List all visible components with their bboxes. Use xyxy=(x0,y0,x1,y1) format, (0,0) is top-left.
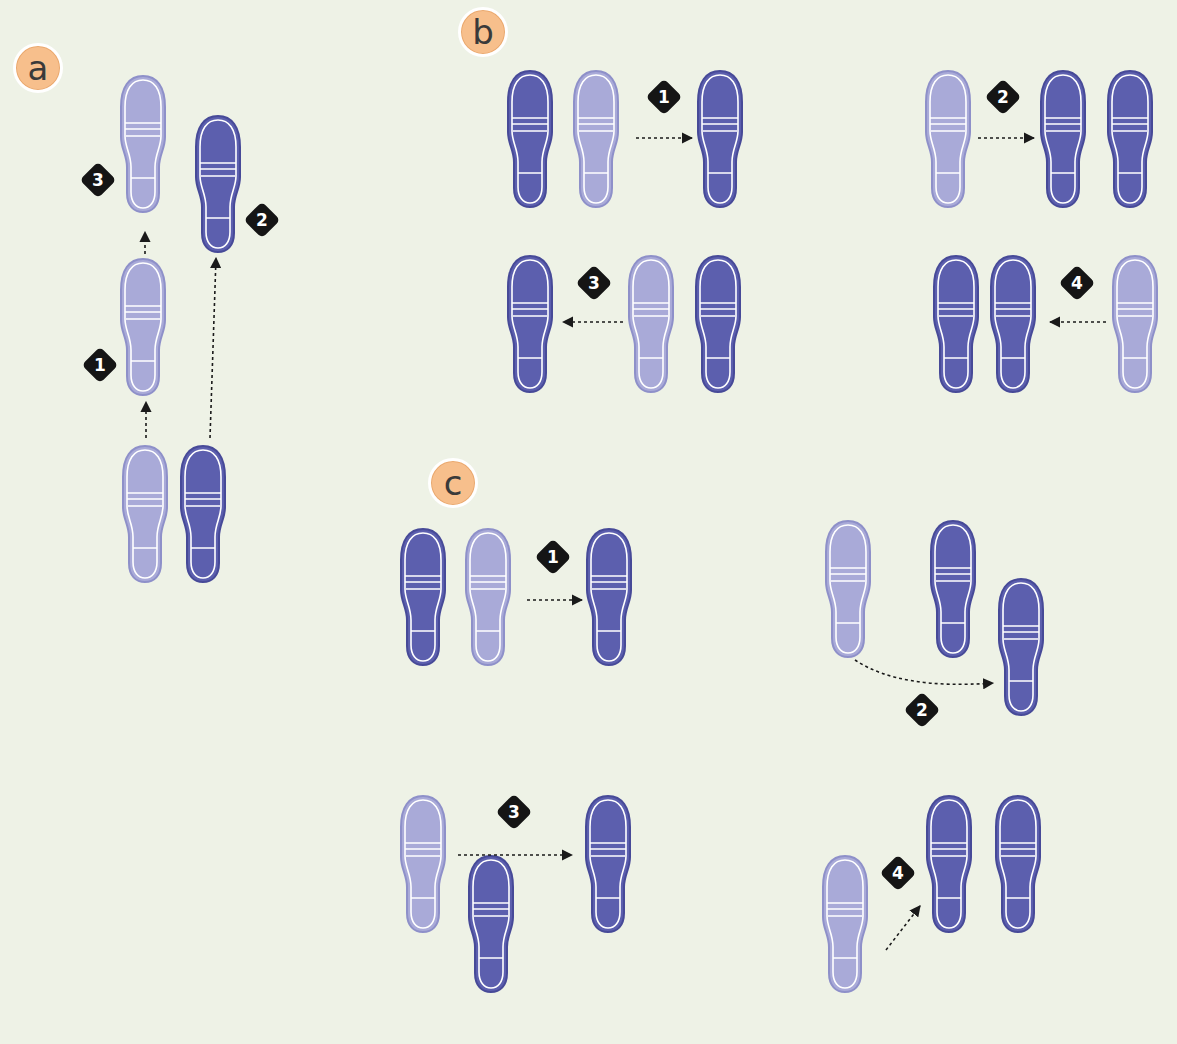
panel-letter: c xyxy=(428,458,478,508)
callout-marker: 1 xyxy=(645,78,683,116)
step-panel: a xyxy=(15,35,325,635)
panel-outline xyxy=(455,10,1177,440)
callout-number: 1 xyxy=(81,346,119,384)
dark-foot xyxy=(931,521,975,657)
light-foot xyxy=(121,259,165,395)
panel-letter: a xyxy=(13,43,63,93)
callout-marker: 3 xyxy=(575,264,613,302)
dark-foot xyxy=(698,71,742,207)
light-foot xyxy=(823,856,867,992)
dark-foot xyxy=(587,529,631,665)
light-foot xyxy=(466,529,510,665)
dark-foot xyxy=(991,256,1035,392)
callout-marker: 3 xyxy=(79,161,117,199)
dark-foot xyxy=(401,529,445,665)
light-foot xyxy=(1113,256,1157,392)
light-foot xyxy=(574,71,618,207)
callout-number: 4 xyxy=(879,854,917,892)
callout-marker: 4 xyxy=(879,854,917,892)
callout-marker: 2 xyxy=(903,691,941,729)
dark-foot xyxy=(586,796,630,932)
callout-number: 4 xyxy=(1058,264,1096,302)
light-foot xyxy=(401,796,445,932)
dark-foot xyxy=(181,446,225,582)
dark-foot xyxy=(508,71,552,207)
step-panel: c xyxy=(295,455,1165,1044)
panel-fill xyxy=(301,463,1158,1037)
step-arrows xyxy=(458,600,993,950)
dark-foot xyxy=(927,796,971,932)
panel-shadow xyxy=(33,45,320,622)
panel-letter: b xyxy=(458,7,508,57)
streaks xyxy=(12,14,1160,1030)
panel-fill xyxy=(28,38,315,615)
step-arrows xyxy=(145,232,216,438)
light-foot xyxy=(629,256,673,392)
step-arrows xyxy=(563,138,1106,322)
dark-foot xyxy=(996,796,1040,932)
dark-foot xyxy=(934,256,978,392)
dark-foot xyxy=(696,256,740,392)
dark-foot xyxy=(196,116,240,252)
light-foot xyxy=(123,446,167,582)
light-foot xyxy=(926,71,970,207)
callout-number: 1 xyxy=(645,78,683,116)
callout-number: 2 xyxy=(984,78,1022,116)
dark-foot xyxy=(1041,71,1085,207)
callout-number: 3 xyxy=(495,793,533,831)
ground xyxy=(28,30,1148,1018)
panel-outline xyxy=(295,455,1165,1044)
callout-marker: 1 xyxy=(81,346,119,384)
callout-number: 2 xyxy=(243,201,281,239)
callout-marker: 4 xyxy=(1058,264,1096,302)
dark-foot xyxy=(999,579,1043,715)
panel-outline xyxy=(15,35,325,635)
panel-shadow xyxy=(467,25,1177,432)
callout-marker: 3 xyxy=(495,793,533,831)
callout-number: 3 xyxy=(575,264,613,302)
step-panel: b xyxy=(455,10,1177,440)
callout-number: 1 xyxy=(534,538,572,576)
panel-fill xyxy=(462,18,1172,425)
dark-foot xyxy=(1108,71,1152,207)
dark-foot xyxy=(508,256,552,392)
callout-number: 3 xyxy=(79,161,117,199)
callout-marker: 2 xyxy=(243,201,281,239)
light-foot xyxy=(826,521,870,657)
light-foot xyxy=(121,76,165,212)
callout-number: 2 xyxy=(903,691,941,729)
dark-foot xyxy=(469,856,513,992)
panel-shadow xyxy=(306,470,1163,1044)
callout-marker: 2 xyxy=(984,78,1022,116)
frame xyxy=(6,8,1168,1036)
callout-marker: 1 xyxy=(534,538,572,576)
